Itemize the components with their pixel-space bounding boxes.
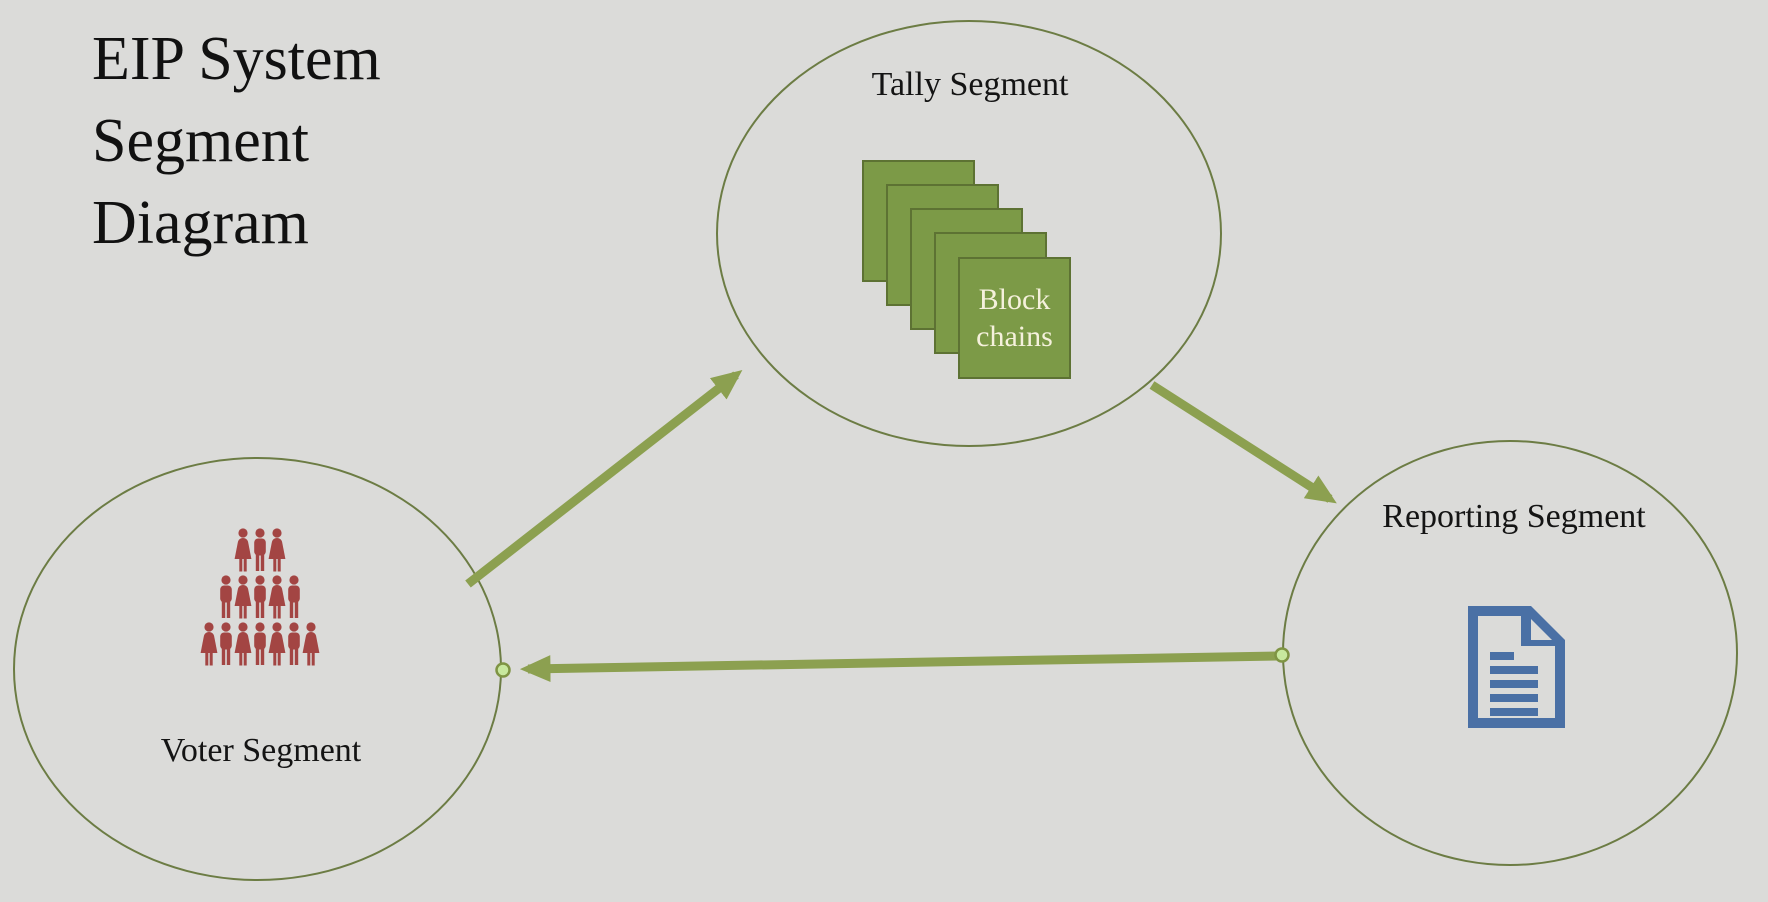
block-square-front: Block chains [958, 257, 1071, 379]
node-voter-segment [13, 457, 502, 881]
arrow-tally-to-reporting [1149, 381, 1337, 504]
tally-segment-label: Tally Segment [871, 66, 1069, 103]
arrow-voter-to-tally [465, 370, 743, 588]
blockchain-stack-icon: Block chains [862, 160, 1074, 382]
reporting-segment-label: Reporting Segment [1382, 498, 1646, 535]
title-line-2: Segment [92, 107, 309, 175]
blockchain-label: Block chains [976, 283, 1053, 353]
voter-segment-label: Voter Segment [160, 732, 362, 769]
arrow-reporting-to-voter [519, 651, 1279, 683]
diagram-title: EIP System Segment Diagram [92, 18, 381, 264]
title-line-1: EIP System [92, 25, 381, 93]
title-line-3: Diagram [92, 189, 309, 257]
node-tally-segment [716, 20, 1222, 447]
report-document-icon [1468, 606, 1565, 728]
people-group-icon [200, 528, 320, 666]
